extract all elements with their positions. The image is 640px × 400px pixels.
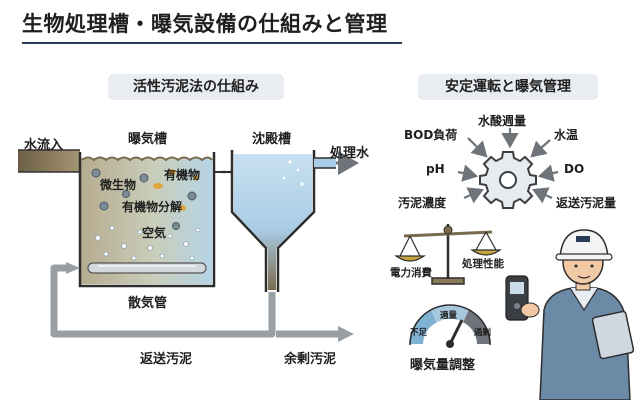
gauge-mid-label: 適量 <box>440 311 458 321</box>
decomposition-label: 有機物分解 <box>122 200 183 214</box>
balance-scale-icon <box>394 224 502 285</box>
return-sludge-arrowhead <box>66 262 80 274</box>
air-bubbles <box>95 225 201 261</box>
microorganism-particles <box>91 168 197 230</box>
section-heading-activated-sludge: 活性汚泥法の仕組み <box>108 74 284 100</box>
aeration-gauge <box>409 304 491 348</box>
factor-arrows <box>457 128 559 204</box>
gauge-high-label: 過剰 <box>474 328 492 338</box>
return-sludge-line <box>50 264 276 338</box>
settling-tank-label: 沈殿槽 <box>252 132 292 147</box>
balance-performance-label: 処理性能 <box>462 258 504 270</box>
organic-matter-label: 有機物 <box>164 168 201 182</box>
factor-ph: pH <box>426 162 445 176</box>
gauge-low-label: 不足 <box>410 328 428 338</box>
gear-icon <box>479 151 537 209</box>
section-heading-operation: 安定運転と曝気管理 <box>418 74 598 100</box>
excess-sludge-label: 余剰汚泥 <box>284 352 337 367</box>
factor-sludge-concentration: 汚泥濃度 <box>398 196 447 210</box>
factor-return-sludge-amount: 返送汚泥量 <box>556 196 617 210</box>
factor-bod: BOD負荷 <box>404 128 458 142</box>
page-title: 生物処理槽・曝気設備の仕組みと管理 <box>22 12 388 36</box>
inflow-pipe <box>18 149 80 173</box>
aeration-tank-label: 曝気槽 <box>128 132 168 147</box>
factor-water-quality: 水酸週量 <box>478 114 527 128</box>
balance-power-label: 電力消費 <box>390 267 432 279</box>
microorganism-label: 微生物 <box>100 178 137 192</box>
excess-sludge-line <box>276 326 354 342</box>
worker-illustration <box>505 229 635 400</box>
return-sludge-label: 返送汚泥 <box>140 352 193 367</box>
factor-do: DO <box>564 162 585 176</box>
diffuser-label: 散気管 <box>128 296 168 311</box>
settling-tank <box>230 150 316 292</box>
inflow-label: 水流入 <box>24 138 64 153</box>
treated-water-outlet <box>314 151 359 175</box>
air-label: 空気 <box>142 226 167 240</box>
title-underline <box>22 42 402 44</box>
factor-temperature: 水温 <box>554 128 579 142</box>
organic-matter-particles <box>153 169 199 211</box>
diffuser-pipe <box>87 262 207 274</box>
treated-water-label: 処理水 <box>330 146 370 161</box>
gauge-caption: 曝気量調整 <box>410 358 476 373</box>
